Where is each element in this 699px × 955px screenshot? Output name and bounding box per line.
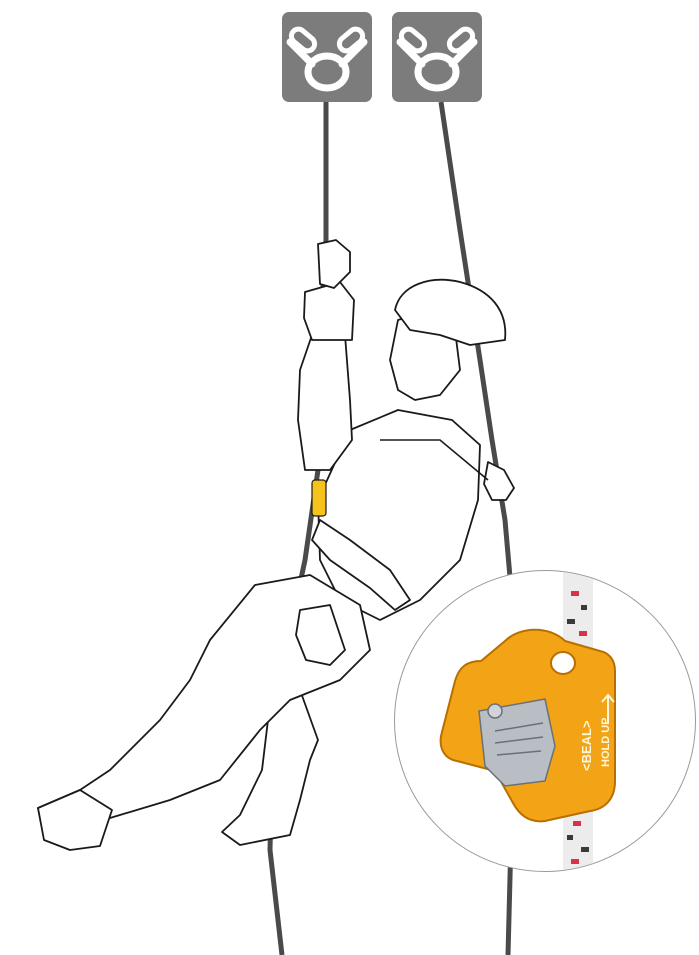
climber-arm bbox=[298, 335, 352, 470]
climber-glove bbox=[304, 282, 354, 340]
backup-device bbox=[484, 462, 514, 500]
device-hole bbox=[551, 652, 575, 674]
device-detail-inset: <BEAL> HOLD UP bbox=[394, 570, 696, 872]
device-brand-text: <BEAL> bbox=[579, 720, 594, 771]
harness-connector bbox=[312, 480, 326, 516]
rope-grab-device: <BEAL> HOLD UP bbox=[395, 571, 695, 871]
hand-ascender bbox=[318, 240, 350, 288]
device-instruction-text: HOLD UP bbox=[600, 718, 612, 768]
